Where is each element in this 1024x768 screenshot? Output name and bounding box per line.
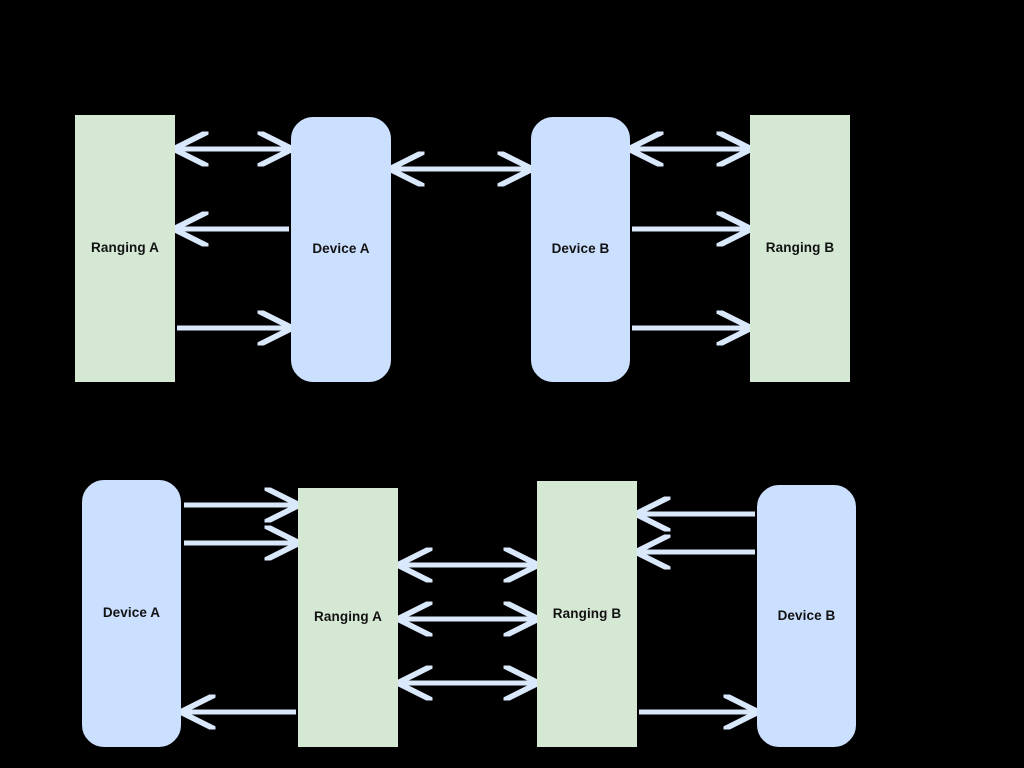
node-label: Ranging B xyxy=(552,605,622,621)
node-top-device-b[interactable]: Device B xyxy=(531,117,630,382)
node-bot-device-b[interactable]: Device B xyxy=(757,485,856,747)
node-label: Device A xyxy=(102,605,161,621)
node-label: Ranging A xyxy=(91,240,159,256)
node-label: Ranging B xyxy=(765,240,835,256)
node-label: Ranging A xyxy=(314,609,382,625)
node-bot-ranging-a[interactable]: Ranging A xyxy=(298,488,398,747)
node-top-ranging-a[interactable]: Ranging A xyxy=(75,115,175,382)
node-label: Device B xyxy=(551,241,610,257)
node-top-ranging-b[interactable]: Ranging B xyxy=(750,115,850,382)
node-top-device-a[interactable]: Device A xyxy=(291,117,391,382)
node-label: Device B xyxy=(777,607,836,623)
node-bot-ranging-b[interactable]: Ranging B xyxy=(537,481,637,747)
node-label: Device A xyxy=(312,241,370,257)
node-bot-device-a[interactable]: Device A xyxy=(82,480,181,747)
